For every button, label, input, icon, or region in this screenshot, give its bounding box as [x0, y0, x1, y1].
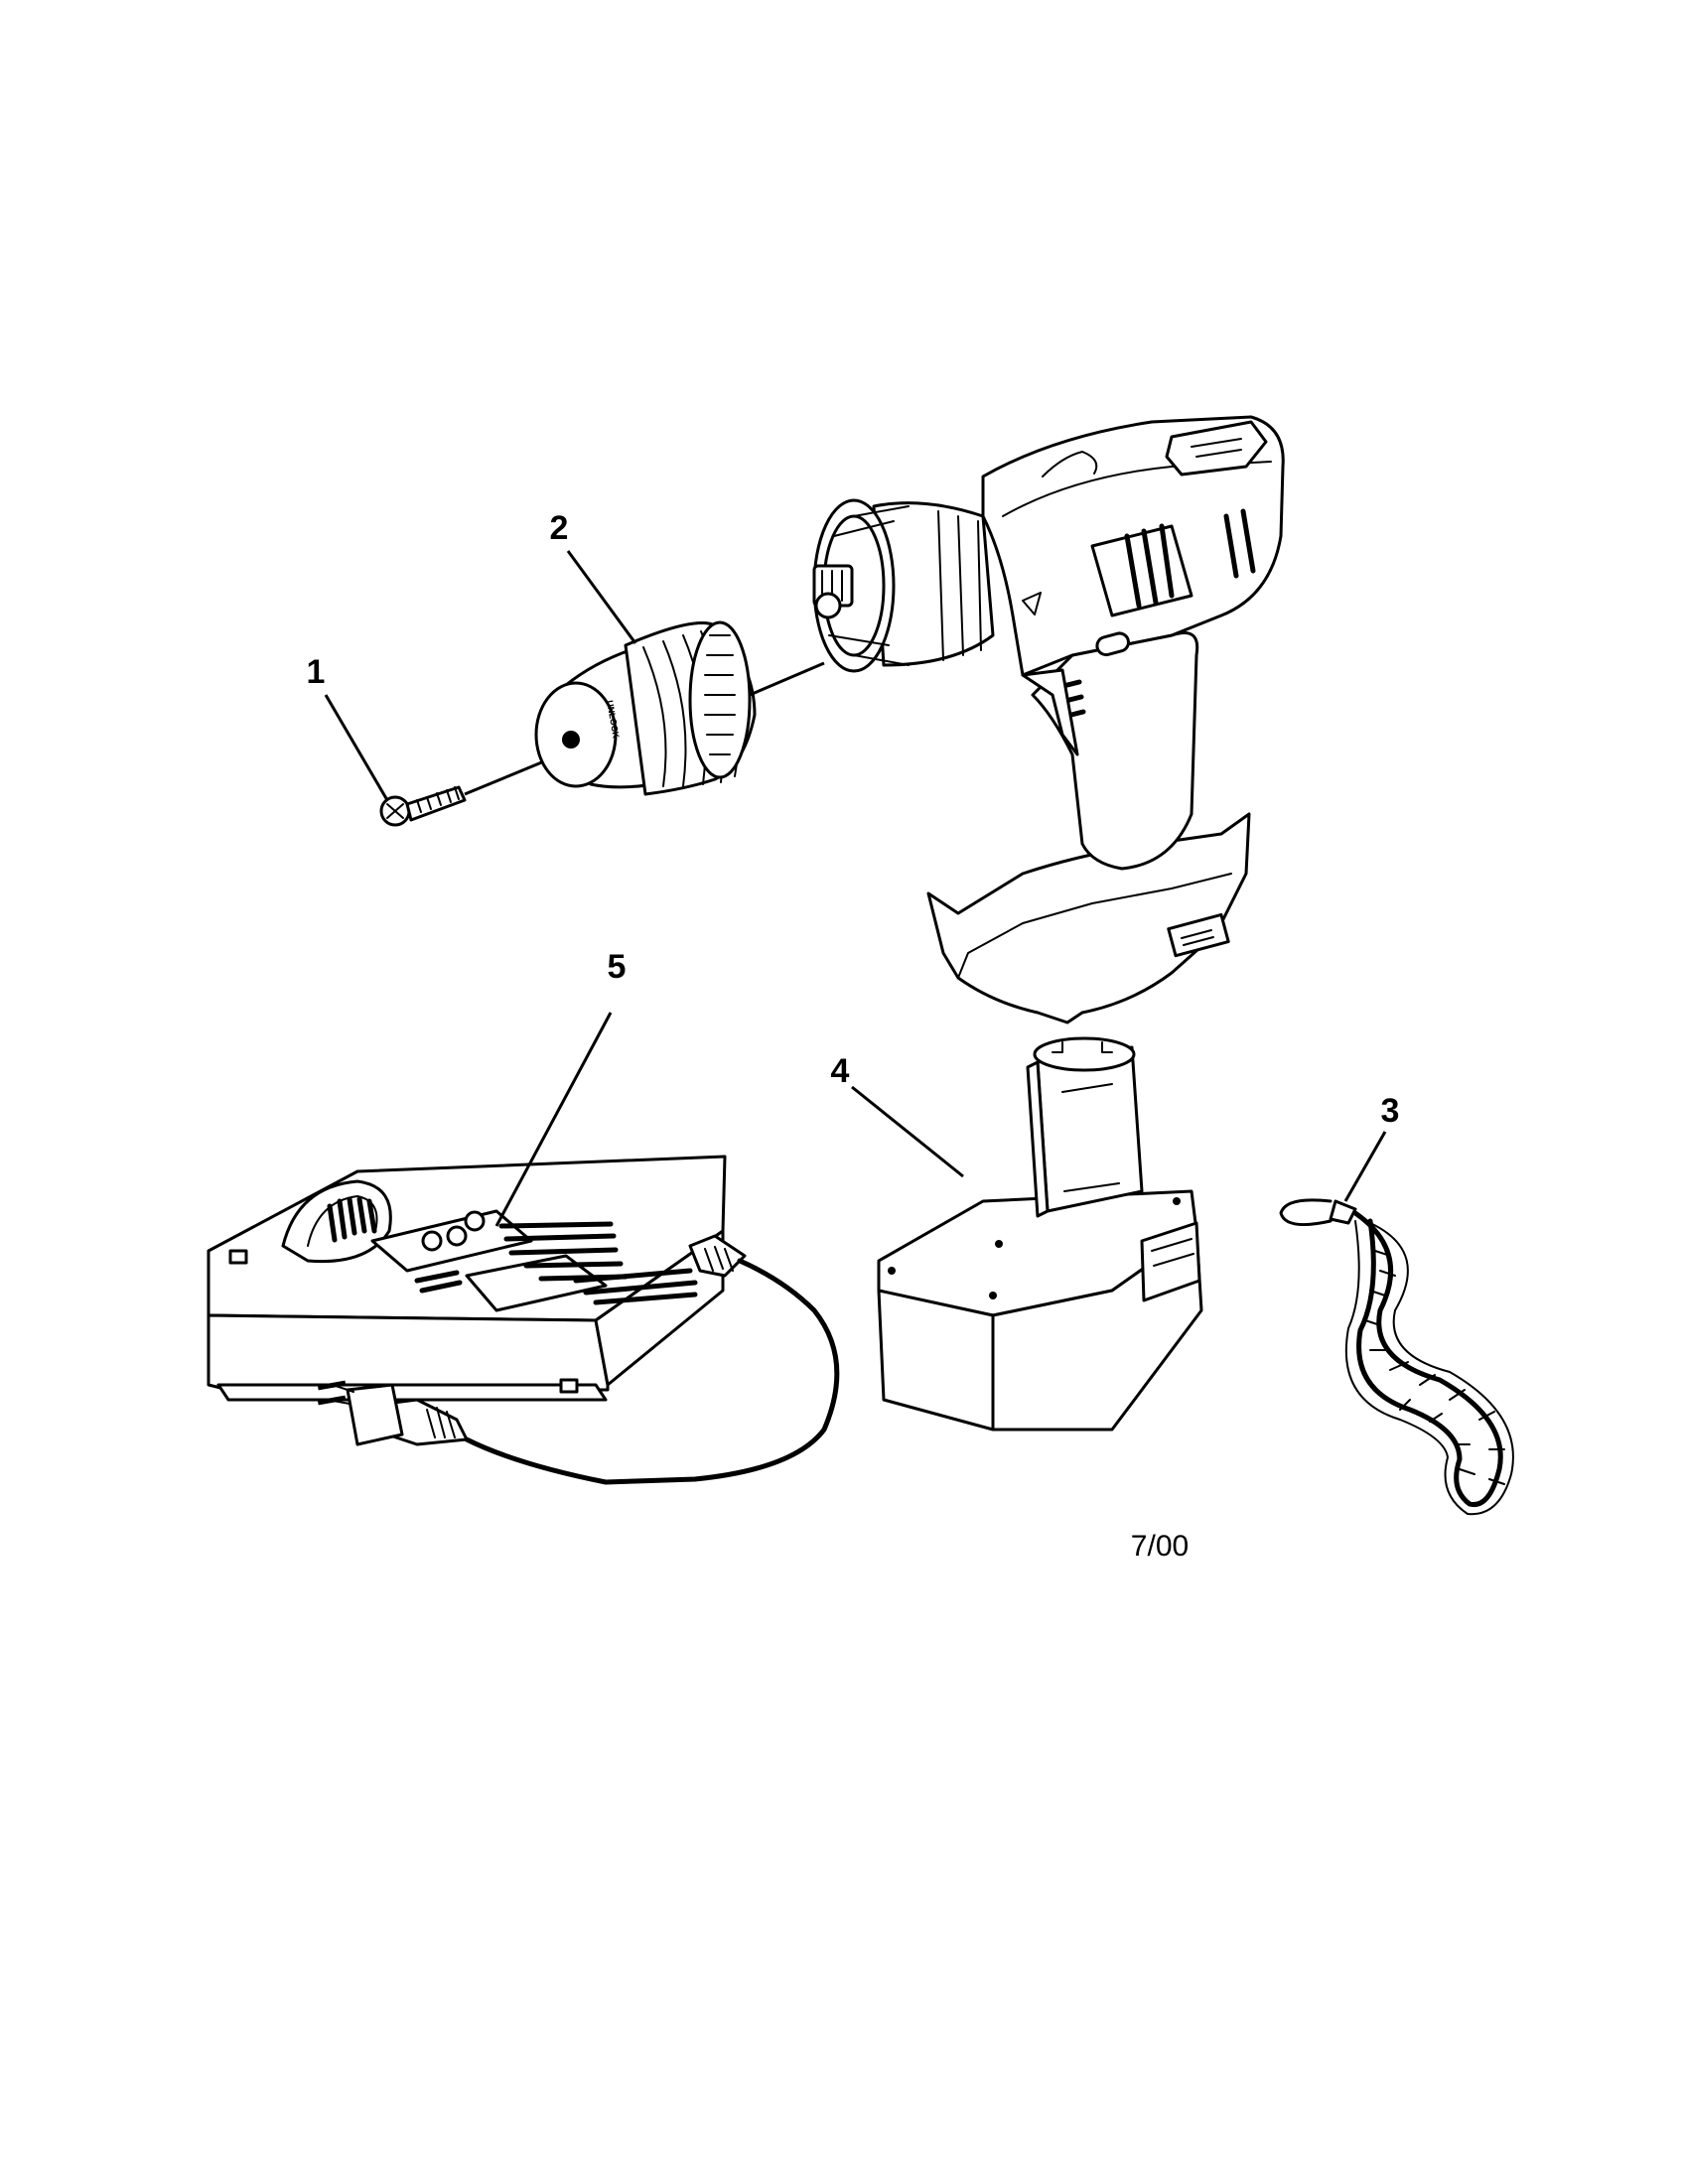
callout-3: 3: [1381, 1092, 1400, 1130]
leader-chuck-axis: [749, 661, 825, 697]
drill-body: [812, 415, 1285, 1024]
leader-3: [1343, 1131, 1387, 1202]
callout-2: 2: [550, 509, 569, 547]
callout-4: 4: [831, 1052, 850, 1090]
leader-screw-axis: [464, 754, 557, 796]
leader-5: [494, 1012, 613, 1227]
callout-1: 1: [307, 653, 326, 691]
part-4-battery: [877, 1036, 1203, 1432]
leader-1: [324, 694, 389, 801]
callout-5: 5: [608, 948, 627, 986]
leader-4: [851, 1085, 964, 1178]
leader-2: [566, 550, 637, 644]
part-2-chuck: UNLOCK: [534, 620, 757, 796]
part-1-screw: [379, 785, 467, 827]
part-3-wrist-strap: [1279, 1198, 1514, 1516]
part-5-charger: [207, 1155, 840, 1485]
revision-date: 7/00: [1131, 1530, 1189, 1563]
